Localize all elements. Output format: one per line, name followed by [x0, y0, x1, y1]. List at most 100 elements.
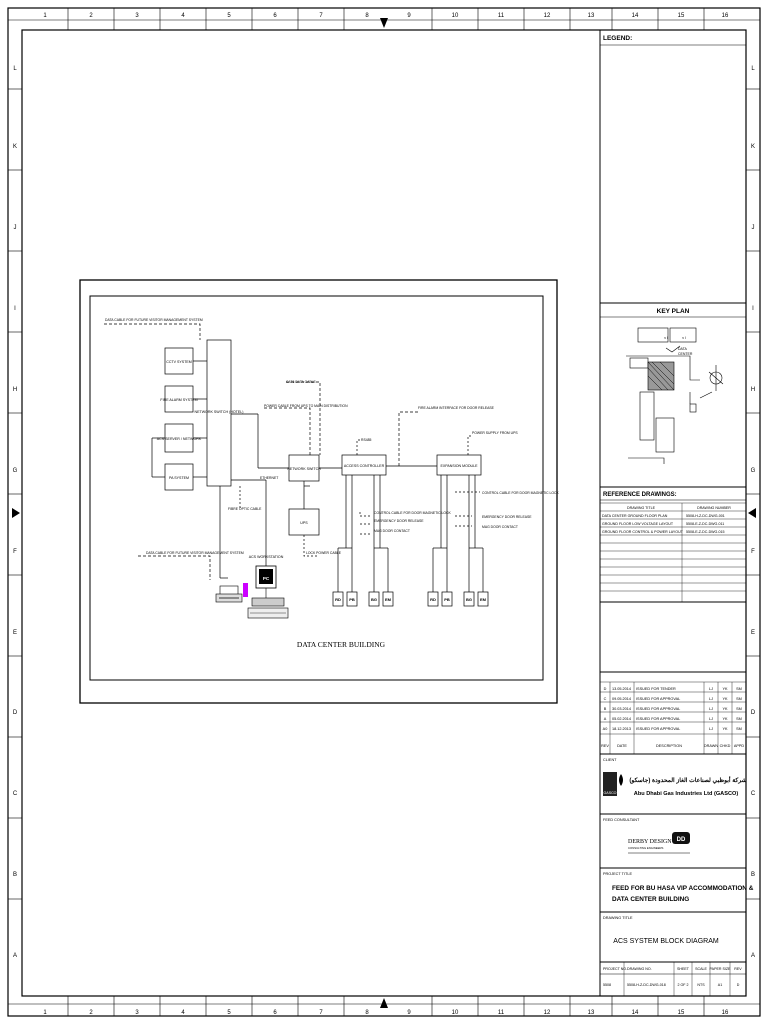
reference-title: REFERENCE DRAWINGS: [603, 492, 677, 498]
svg-text:REV: REV [734, 967, 742, 971]
svg-text:NTS: NTS [697, 983, 705, 987]
svg-text:05.02.2014: 05.02.2014 [612, 717, 631, 721]
note-ctrl-a2: EMERGENCY DOOR RELEASE [374, 519, 424, 523]
border-col-number: 14 [632, 1010, 639, 1016]
svg-text:A1: A1 [718, 983, 722, 987]
svg-text:13.05.2014: 13.05.2014 [612, 687, 631, 691]
border-col-number: 1 [43, 1010, 47, 1016]
border-row-letter: C [751, 791, 756, 797]
border-row-letter: E [13, 630, 17, 636]
border-row-letter: J [14, 225, 17, 231]
border-col-number: 10 [452, 13, 459, 19]
border-row-letter: G [13, 468, 18, 474]
note-ctrl-b1: CONTROL CABLE FOR DOOR MAGNETIC LOCK [482, 491, 559, 495]
svg-text:YK: YK [722, 687, 728, 691]
border-row-letter: J [752, 225, 755, 231]
note-ethernet: ETHERNET [260, 476, 278, 480]
cctv-label: CCTV SYSTEM [166, 360, 192, 364]
border-col-number: 16 [722, 1010, 729, 1016]
svg-text:DRAWING NO.: DRAWING NO. [627, 967, 652, 971]
svg-text:09.05.2014: 09.05.2014 [612, 697, 631, 701]
device-em-2 [477, 591, 489, 607]
note-ctrl-a1: CONTROL CABLE FOR DOOR MAGNETIC LOCK [374, 511, 451, 515]
border-col-number: 2 [89, 13, 93, 19]
note-ctrl-b3: MAG DOOR CONTACT [482, 525, 518, 529]
border-row-letter: F [13, 549, 17, 555]
fire-label: FIRE ALARM SYSTEM [160, 398, 197, 402]
svg-text:PB: PB [349, 597, 355, 602]
svg-text:PC: PC [263, 576, 270, 581]
svg-text:ISSUED FOR APPROVAL: ISSUED FOR APPROVAL [636, 697, 680, 701]
svg-text:2 OF 2: 2 OF 2 [678, 983, 689, 987]
center-marker-top [380, 18, 388, 28]
svg-text:A: A [604, 717, 607, 721]
note-fire-alarm: FIRE ALARM INTERFACE FOR DOOR RELEASE [418, 406, 495, 410]
note-cat: CAT6 DATA CABLE [286, 380, 317, 384]
access-controller-block [341, 454, 387, 476]
pc-icon: PC [247, 565, 289, 619]
note-bottom-left: DATA CABLE FOR FUTURE VISITOR MANAGEMENT… [146, 551, 244, 555]
svg-text:ISSUED FOR TENDER: ISSUED FOR TENDER [636, 687, 676, 691]
svg-text:EM: EM [385, 597, 392, 602]
legend-title: LEGEND: [603, 35, 632, 42]
svg-text:REV: REV [601, 744, 609, 748]
svg-text:LJ: LJ [709, 707, 713, 711]
svg-text:18.12.2013: 18.12.2013 [612, 727, 631, 731]
svg-text:SM: SM [736, 717, 742, 721]
consultant-name: DERBY DESIGN [628, 839, 672, 845]
ref-row-2-number: 5508-E-Z-DC-DWG-011 [686, 522, 724, 526]
svg-text:SM: SM [736, 687, 742, 691]
note-fibre: FIBRE OPTIC CABLE [228, 507, 262, 511]
svg-text:YK: YK [722, 707, 728, 711]
ref-header-title: DRAWING TITLE [627, 506, 656, 510]
svg-text:GASCO: GASCO [604, 791, 617, 795]
border-col-number: 4 [181, 1010, 185, 1016]
client-arabic: شركة أبوظبي لصناعات الغاز المحدودة (جاسك… [629, 775, 746, 784]
device-pb-1 [346, 591, 358, 607]
border-col-number: 8 [365, 13, 369, 19]
border-col-number: 2 [89, 1010, 93, 1016]
drawing-title: ACS SYSTEM BLOCK DIAGRAM [613, 938, 719, 945]
center-marker-left [12, 508, 20, 518]
border-col-number: 12 [544, 1010, 551, 1016]
svg-text:PAPER SIZE: PAPER SIZE [710, 967, 732, 971]
svg-text:DATA: DATA [678, 347, 687, 351]
border-col-number: 16 [722, 13, 729, 19]
border-col-number: 6 [273, 1010, 277, 1016]
magenta-unit [243, 583, 248, 597]
drawing-label: DRAWING TITLE [603, 916, 633, 920]
svg-text:CENTER: CENTER [678, 352, 693, 356]
svg-text:A0: A0 [603, 727, 608, 731]
ups-label: UPS [300, 521, 308, 525]
expansion-module-block [436, 454, 482, 476]
border-col-number: 8 [365, 1010, 369, 1016]
border-row-letter: I [14, 306, 16, 312]
border-col-number: 11 [498, 13, 505, 19]
svg-text:LJ: LJ [709, 727, 713, 731]
border-row-letter: D [13, 710, 18, 716]
border-row-letter: B [13, 872, 17, 878]
svg-text:5508-H-Z-DC-DWG-018: 5508-H-Z-DC-DWG-018 [627, 983, 666, 987]
svg-text:ISSUED FOR APPROVAL: ISSUED FOR APPROVAL [636, 707, 680, 711]
svg-text:RD: RD [430, 597, 436, 602]
ref-row-3-title: GROUND FLOOR CONTROL & POWER LAYOUT [602, 530, 684, 534]
consultant-logo: DD [672, 832, 690, 844]
title-block [599, 29, 747, 997]
border-col-number: 1 [43, 13, 47, 19]
border-row-letter: C [13, 791, 18, 797]
switch2-label: NETWORK SWITCH [287, 467, 321, 471]
consultant-tagline: CONSULTING ENGINEERS [628, 846, 664, 850]
project-label: PROJECT TITLE [603, 872, 632, 876]
border-col-number: 15 [678, 13, 685, 19]
consultant-label: FEED CONSULTANT [603, 818, 640, 822]
border-row-letter: G [751, 468, 756, 474]
border-col-number: 9 [407, 13, 411, 19]
device-pb-2 [441, 591, 453, 607]
svg-text:PROJECT NO.: PROJECT NO. [603, 967, 627, 971]
svg-text:SHEET: SHEET [677, 967, 690, 971]
device-rd-2 [427, 591, 439, 607]
svg-text:RD: RD [335, 597, 341, 602]
border-row-letter: K [751, 144, 755, 150]
svg-text:SM: SM [736, 727, 742, 731]
border-col-number: 7 [319, 1010, 323, 1016]
